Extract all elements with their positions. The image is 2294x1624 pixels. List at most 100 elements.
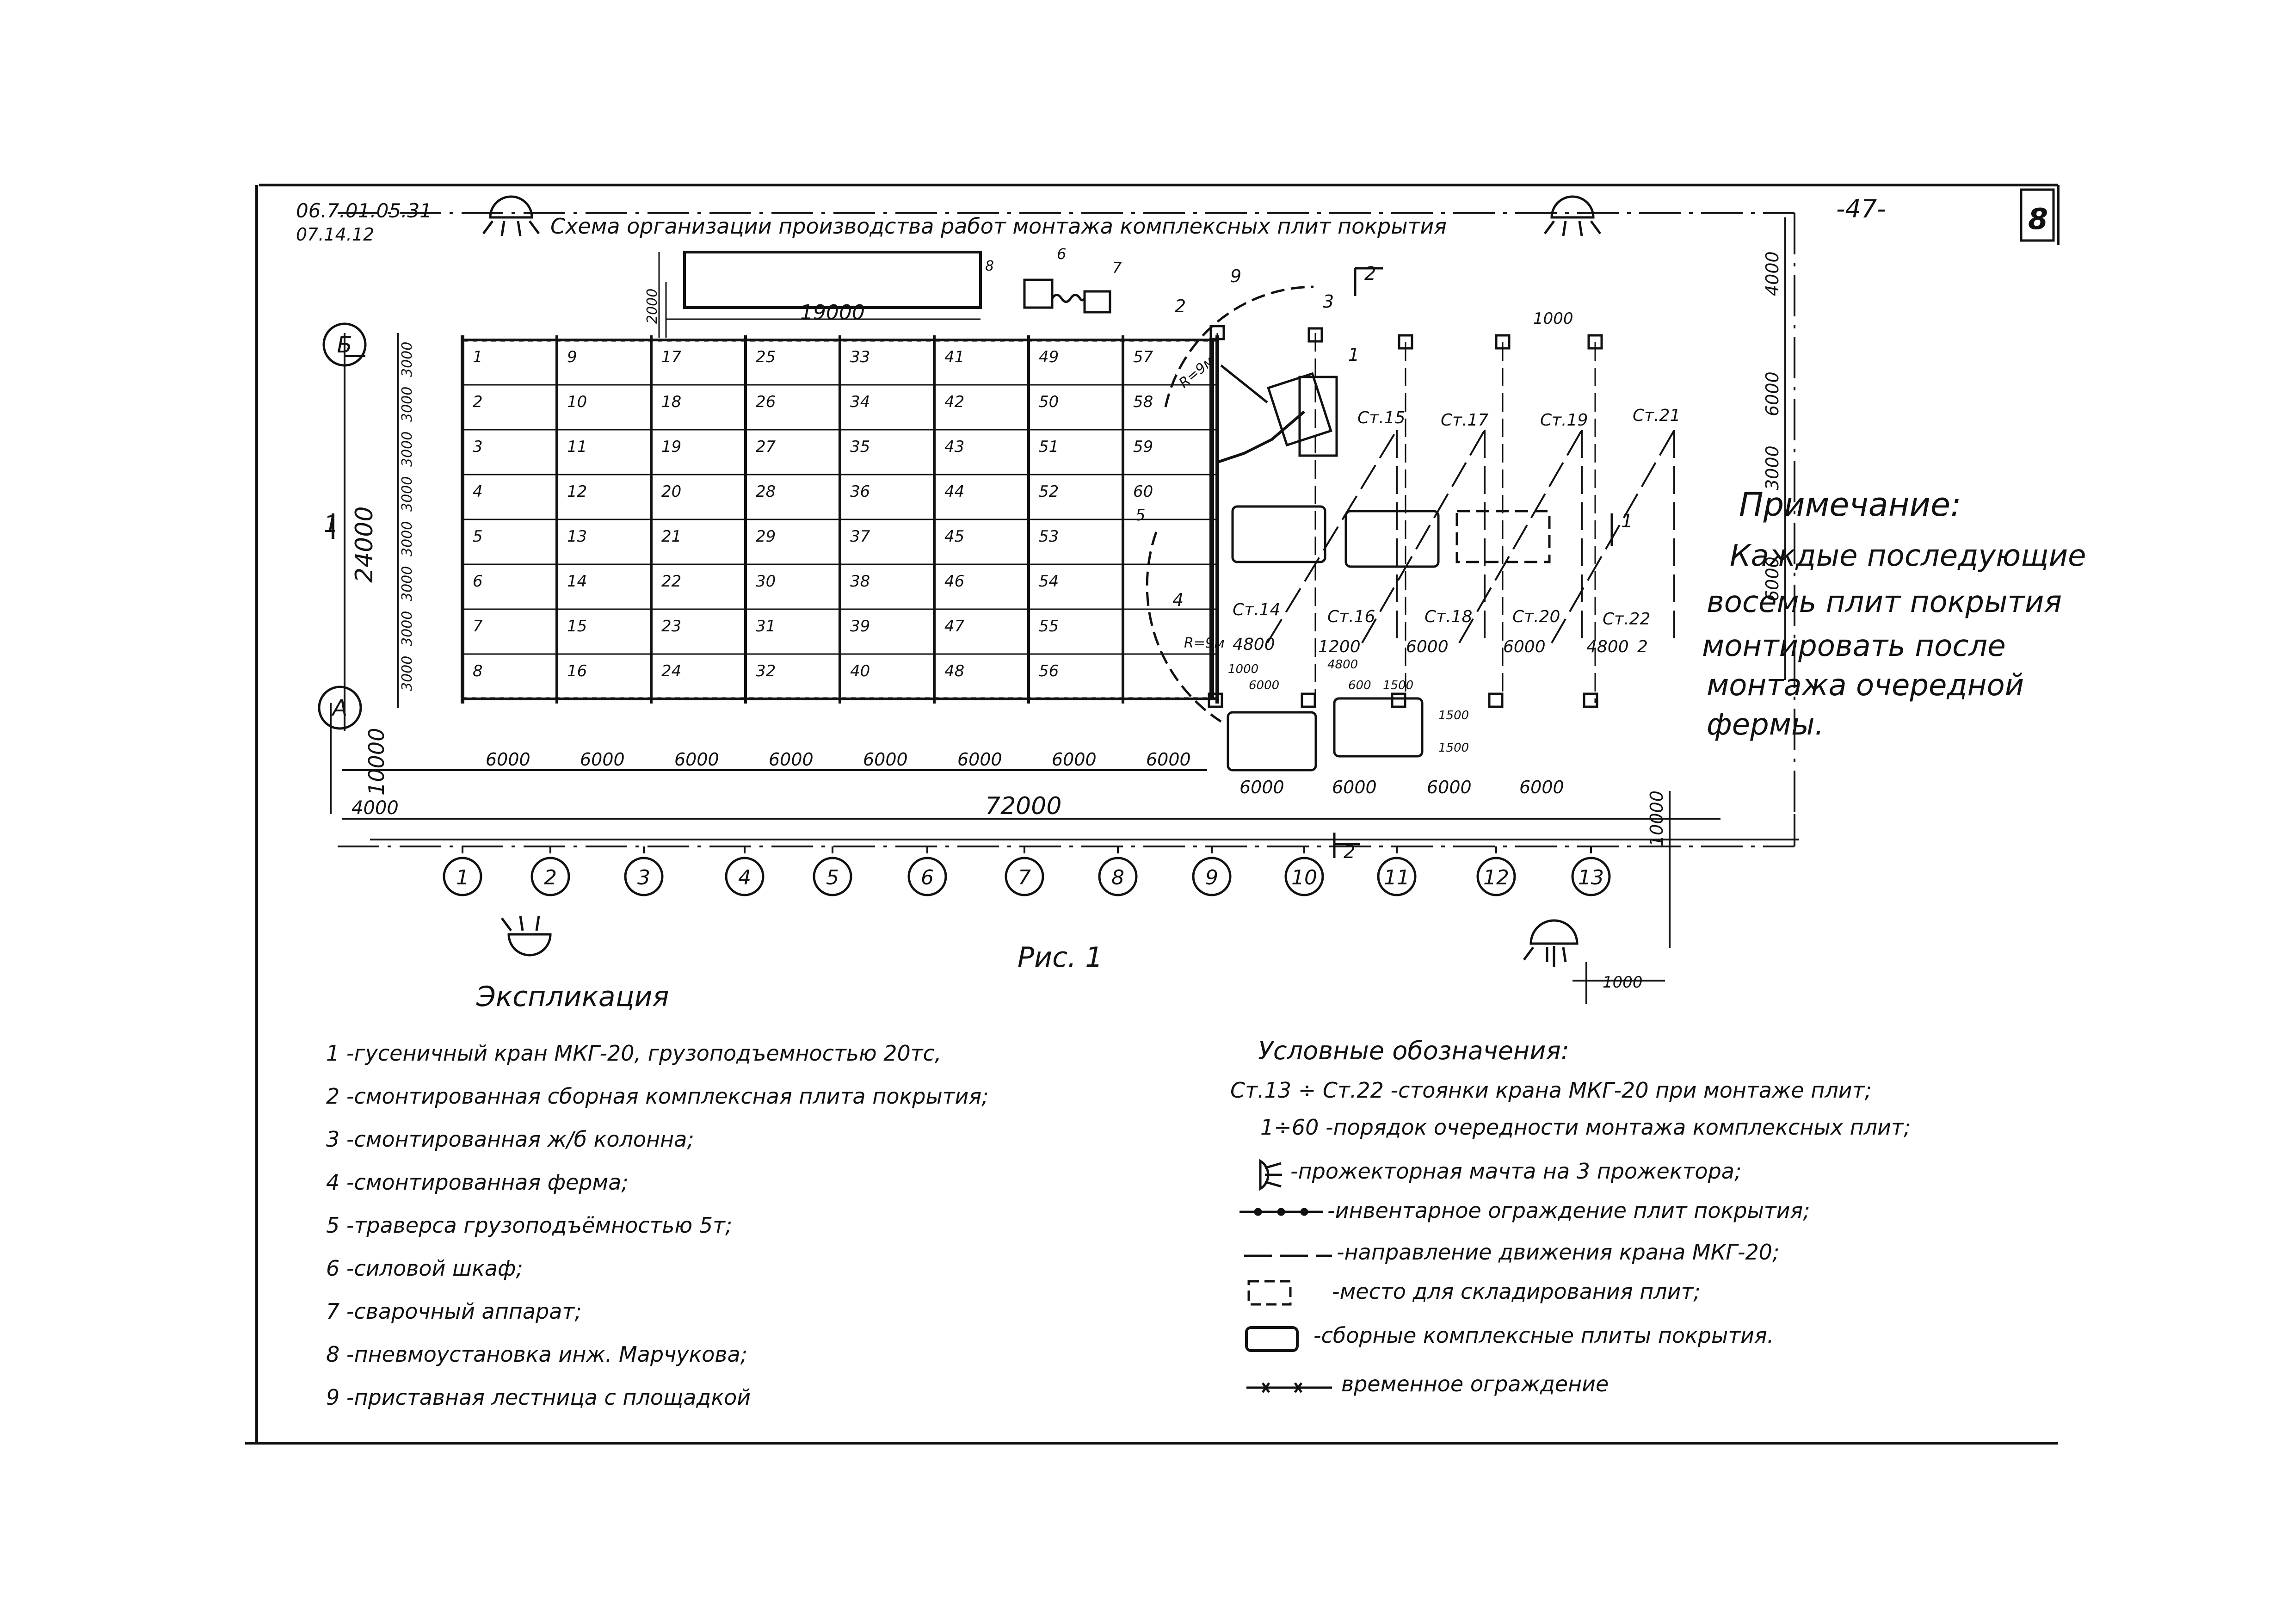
- slab-number: 17: [661, 348, 682, 366]
- slab-number: 37: [850, 527, 870, 546]
- svg-text:10: 10: [1291, 866, 1317, 889]
- slab-number: 33: [850, 348, 870, 366]
- row-dimension: 3000: [399, 432, 415, 467]
- note-line: Каждые последующие: [1730, 539, 2086, 573]
- drawing-code-1: 06.7.01.05.31: [296, 199, 432, 222]
- slab-number: 57: [1133, 348, 1153, 366]
- slab-number: 41: [944, 348, 964, 366]
- svg-text:13: 13: [1578, 866, 1604, 889]
- bay-dimension: 6000: [674, 749, 719, 770]
- crane-dimension-small: 6000: [1249, 679, 1279, 692]
- note-line: восемь плит покрытия: [1707, 585, 2062, 619]
- crane-bay-dimension: 6000: [1427, 777, 1472, 797]
- callout-7: 7: [1112, 259, 1122, 277]
- axis-number-marker: 8: [1098, 846, 1138, 896]
- bottom-dimensions: [342, 769, 1799, 840]
- row-dimension: 3000: [399, 566, 415, 601]
- crane-dimension-small: 4800: [1327, 658, 1358, 672]
- explication-item: 5 -траверса грузоподъёмностью 5т;: [326, 1213, 733, 1238]
- row-dimension: 3000: [399, 342, 415, 377]
- slab-number: 48: [944, 662, 964, 680]
- explication-item: 1 -гусеничный кран МКГ-20, грузоподъемно…: [326, 1041, 942, 1066]
- svg-text:8: 8: [1111, 866, 1124, 889]
- slab-number: 53: [1039, 527, 1059, 546]
- top-storage-area: [658, 251, 982, 338]
- slab-number: 46: [944, 572, 964, 591]
- temporary-fence: [338, 212, 1795, 847]
- section-mark-right: 1: [1621, 511, 1633, 532]
- drawing-code-2: 07.14.12: [296, 224, 374, 245]
- slab-grid: [461, 335, 1219, 704]
- crane-dimension: 1200: [1318, 637, 1361, 656]
- conventions-title: Условные обозначения:: [1258, 1036, 1569, 1065]
- crane-bay-dimension: 6000: [1332, 777, 1377, 797]
- row-dimension: 3000: [399, 476, 415, 512]
- crane-dimension-small: 1500: [1438, 709, 1469, 722]
- explication-item: 9 -приставная лестница с площадкой: [326, 1385, 751, 1410]
- crane-station-label: Ст.20: [1512, 607, 1560, 626]
- crane-station-label: Ст.21: [1633, 406, 1680, 425]
- slab-number: 7: [473, 617, 483, 636]
- bay-dimension: 6000: [957, 749, 1002, 770]
- slab-number: 5: [473, 527, 483, 546]
- power-cabinet-and-welder: [1023, 278, 1111, 314]
- floodlight-mast-icon: [1523, 919, 1579, 967]
- corner-mark: 8: [2028, 202, 2048, 236]
- crane-dimension: 4800: [1586, 637, 1629, 656]
- row-dimension: 3000: [399, 611, 415, 646]
- bay-dimension: 6000: [486, 749, 530, 770]
- dim-right-bottom: 10000: [1646, 790, 1667, 846]
- svg-text:6: 6: [921, 866, 934, 889]
- bay-dimension: 6000: [769, 749, 814, 770]
- row-dimension: 3000: [399, 656, 415, 691]
- slab-number: 18: [661, 393, 681, 411]
- axis-number-marker: 7: [1005, 846, 1044, 896]
- crane-dimension-small: 1500: [1383, 679, 1413, 692]
- dim-bottom-total: 72000: [985, 792, 1061, 820]
- slab-number: 44: [944, 482, 964, 501]
- slab-number: 31: [756, 617, 776, 636]
- crane-bay-dimension: 6000: [1240, 777, 1284, 797]
- axis-number-marker: 1: [443, 846, 482, 896]
- slab-number: 23: [661, 617, 681, 636]
- slab-number: 36: [850, 482, 870, 501]
- crane-station-label: Ст.16: [1327, 607, 1375, 626]
- crane-station-label: Ст.22: [1603, 610, 1650, 629]
- slab-number: 51: [1039, 438, 1059, 456]
- slab-number: 10: [567, 393, 587, 411]
- slab-number: 20: [661, 482, 681, 501]
- slab-number: 14: [567, 572, 587, 591]
- crane-dimension: 4800: [1233, 635, 1275, 654]
- crane-dimension: 6000: [1503, 637, 1546, 656]
- slab-number: 55: [1039, 617, 1059, 636]
- explication-item: 6 -силовой шкаф;: [326, 1256, 523, 1281]
- drawing-frame: [245, 184, 2060, 1445]
- slab-number: 47: [944, 617, 965, 636]
- slab-number: 38: [850, 572, 870, 591]
- axis-number-marker: 5: [813, 846, 852, 896]
- svg-text:5: 5: [826, 866, 839, 889]
- slab-number: 21: [661, 527, 681, 546]
- slab-number: 52: [1039, 482, 1059, 501]
- section-mark-left: 1: [324, 511, 339, 537]
- axis-number-marker: 12: [1476, 846, 1516, 896]
- slab-number: 49: [1039, 348, 1059, 366]
- convention-item: 1÷60 -порядок очередности монтажа компле…: [1260, 1115, 1911, 1140]
- slab-number: 27: [756, 438, 776, 456]
- slab-number: 19: [661, 438, 681, 456]
- crane-station-label: Ст.19: [1540, 411, 1588, 430]
- slab-number: 59: [1133, 438, 1153, 456]
- axis-number-marker: 6: [907, 846, 947, 896]
- slab-number: 43: [944, 438, 964, 456]
- slab-number: 60: [1133, 482, 1153, 501]
- callout-6: 6: [1057, 245, 1066, 263]
- note-line: фермы.: [1707, 708, 1824, 742]
- explication-item: 8 -пневмоустановка инж. Марчукова;: [326, 1342, 748, 1367]
- convention-item: -место для складирования плит;: [1332, 1279, 1701, 1304]
- note-line: монтажа очередной: [1707, 668, 2024, 703]
- slab-number: 42: [944, 393, 964, 411]
- slab-number: 32: [756, 662, 776, 680]
- convention-item: -инвентарное ограждение плит покрытия;: [1327, 1198, 1810, 1223]
- svg-text:9: 9: [1205, 866, 1218, 889]
